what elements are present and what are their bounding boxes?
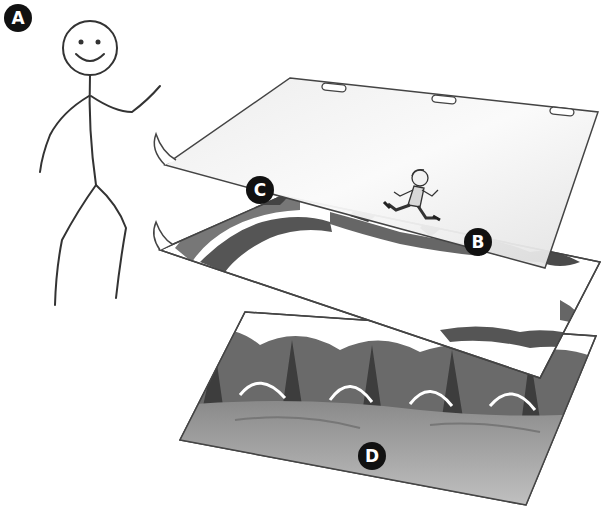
callout-text: D	[365, 448, 379, 465]
callout-letter: B	[464, 228, 492, 256]
callout-text: C	[254, 182, 266, 199]
callout-text: A	[11, 10, 24, 27]
callout-letter: A	[4, 4, 32, 32]
stick-figure	[40, 21, 160, 305]
background-sheet	[180, 312, 600, 520]
top-sheet	[154, 78, 598, 268]
callout-letter: C	[246, 176, 274, 204]
callout-text: B	[472, 234, 485, 251]
running-boy	[384, 170, 440, 220]
callout-letter: D	[358, 442, 386, 470]
